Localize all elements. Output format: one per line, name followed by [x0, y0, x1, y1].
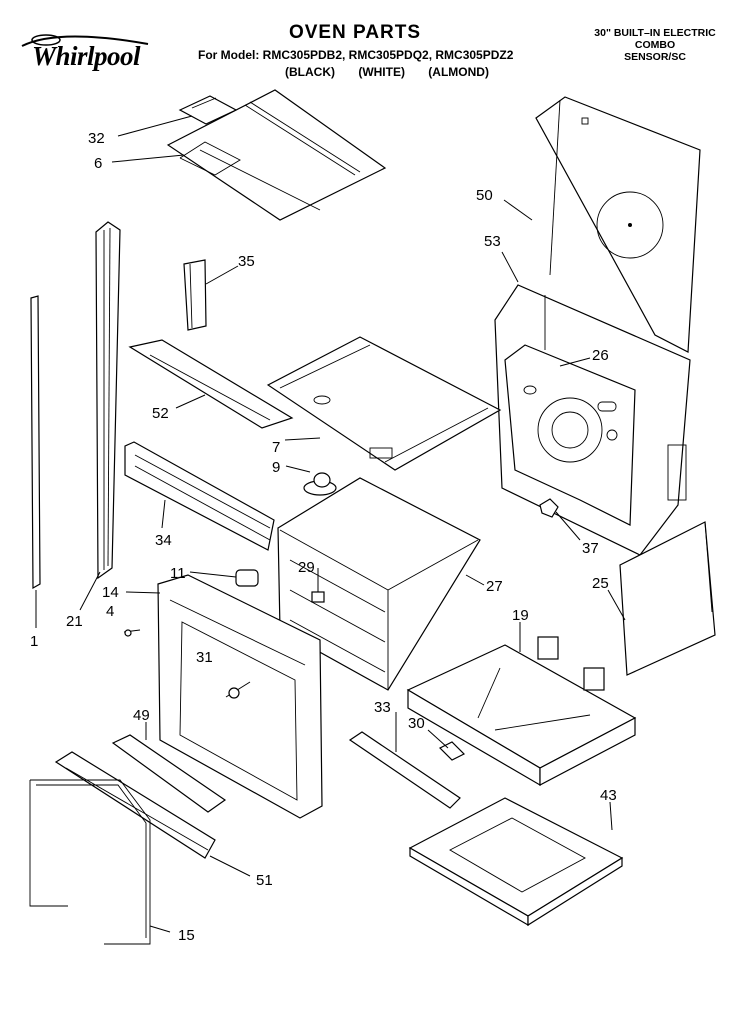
part-34-vent-grille	[124, 441, 275, 551]
part-31-hinge-pin	[225, 681, 251, 699]
part-11-lamp	[235, 569, 259, 587]
callout-35: 35	[238, 253, 255, 270]
callout-9: 9	[272, 459, 280, 476]
part-21-side-trim	[95, 221, 121, 580]
callout-14: 14	[102, 584, 119, 601]
part-9-sensor	[303, 472, 337, 496]
part-32-bracket	[178, 95, 238, 125]
part-1-side-strip	[30, 295, 41, 590]
model-colors: (BLACK) (WHITE) (ALMOND)	[285, 65, 489, 79]
callout-4: 4	[106, 603, 114, 620]
callout-31: 31	[196, 649, 213, 666]
callout-34: 34	[155, 532, 172, 549]
brand-logo: Whirlpool	[18, 32, 153, 79]
callout-21: 21	[66, 613, 83, 630]
page-title: OVEN PARTS	[288, 22, 422, 43]
product-spec: 30" BUILT–IN ELECTRIC COMBO SENSOR/SC	[575, 27, 735, 63]
spec-line-sensor: SENSOR/SC	[624, 51, 686, 63]
part-14-front-frame	[157, 574, 323, 819]
callout-52: 52	[152, 405, 169, 422]
callout-53: 53	[484, 233, 501, 250]
spec-line-combo: COMBO	[634, 39, 676, 51]
part-51-lower-vent	[54, 751, 216, 859]
part-15-door-gasket	[29, 779, 151, 945]
callout-43: 43	[600, 787, 617, 804]
brand-name: Whirlpool	[32, 41, 141, 71]
part-27-oven-cavity	[277, 477, 481, 691]
part-29-socket	[311, 591, 325, 603]
callout-6: 6	[94, 155, 102, 172]
part-25-side-panel	[619, 521, 716, 676]
callout-15: 15	[178, 927, 195, 944]
part-50-rear-panel	[535, 96, 701, 353]
part-6-top-panel	[166, 89, 387, 221]
part-43-bottom-element	[408, 797, 624, 927]
whirlpool-logo-icon	[21, 34, 149, 47]
part-4-screw	[123, 629, 141, 637]
part-7-top-cooling-panel	[266, 336, 502, 471]
spec-line-type: 30" BUILT–IN ELECTRIC	[594, 27, 716, 39]
model-numbers: For Model: RMC305PDB2, RMC305PDQ2, RMC30…	[198, 48, 514, 62]
part-33-bottom-bracket	[348, 731, 461, 809]
callout-32: 32	[88, 130, 105, 147]
callout-11: 11	[170, 565, 186, 582]
callout-33: 33	[374, 699, 391, 716]
part-37-fan-bracket	[539, 498, 559, 518]
part-49-lower-trim	[111, 734, 227, 813]
part-35-duct	[183, 259, 207, 331]
callout-1: 1	[30, 633, 38, 650]
part-52-vent-rail	[128, 339, 294, 429]
callout-30: 30	[408, 715, 425, 732]
callout-37: 37	[582, 540, 599, 557]
callout-19: 19	[512, 607, 529, 624]
callout-29: 29	[298, 559, 315, 576]
callout-27: 27	[486, 578, 503, 595]
callout-7: 7	[272, 439, 280, 456]
part-19-bottom-tray	[406, 636, 637, 787]
leader-lines	[35, 115, 626, 933]
callout-50: 50	[476, 187, 493, 204]
part-26-convection-fan-cover	[504, 344, 636, 526]
callout-49: 49	[133, 707, 150, 724]
callout-25: 25	[592, 575, 609, 592]
callout-numbers: 32 6 50 53 35 26 52 7 9 34 37 11 29 27 1…	[30, 130, 617, 944]
callout-51: 51	[256, 872, 273, 889]
callout-26: 26	[592, 347, 609, 364]
